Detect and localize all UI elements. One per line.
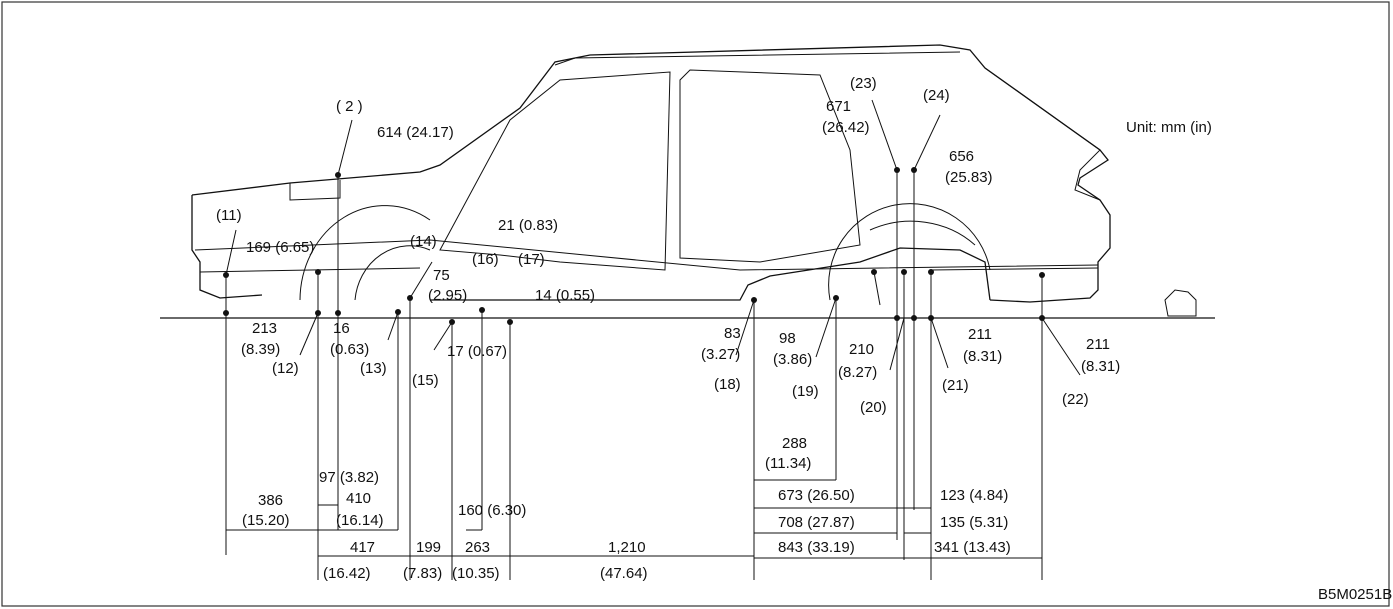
point-label-2: ( 2 ) <box>336 98 363 115</box>
reference-lines <box>225 170 1043 580</box>
length-386-in: (15.20) <box>242 512 290 529</box>
point-label-17: (17) <box>518 251 545 268</box>
height-211-b-in: (8.31) <box>1081 358 1120 375</box>
height-210-in: (8.27) <box>838 364 877 381</box>
point-label-15: (15) <box>412 372 439 389</box>
point-label-24: (24) <box>923 87 950 104</box>
length-123: 123 (4.84) <box>940 487 1008 504</box>
length-341: 341 (13.43) <box>934 539 1011 556</box>
height-213: 213 <box>252 320 277 337</box>
height-98: 98 <box>779 330 796 347</box>
length-288-in: (11.34) <box>765 455 811 472</box>
unit-label: Unit: mm (in) <box>1126 119 1212 136</box>
point-label-23: (23) <box>850 75 877 92</box>
length-673: 673 (26.50) <box>778 487 855 504</box>
point-label-19: (19) <box>792 383 819 400</box>
length-160: 160 (6.30) <box>458 502 526 519</box>
length-417: 417 <box>350 539 375 556</box>
height-75: 75 <box>433 267 450 284</box>
height-83-in: (3.27) <box>701 346 740 363</box>
height-656: 656 <box>949 148 974 165</box>
height-671-in: (26.42) <box>822 119 870 136</box>
height-656-in: (25.83) <box>945 169 993 186</box>
height-14: 14 (0.55) <box>535 287 595 304</box>
figure-code: B5M0251B <box>1318 586 1392 603</box>
dimension-lines <box>226 479 1042 559</box>
length-199: 199 <box>416 539 441 556</box>
length-417-in: (16.42) <box>323 565 371 582</box>
point-label-20: (20) <box>860 399 887 416</box>
height-213-in: (8.39) <box>241 341 280 358</box>
labels: Unit: mm (in) B5M0251B ( 2 ) (11) (12) (… <box>216 75 1392 603</box>
point-label-21: (21) <box>942 377 969 394</box>
car-body-outline <box>191 44 1197 317</box>
length-386: 386 <box>258 492 283 509</box>
leader-lines <box>225 99 1081 376</box>
height-16-in: (0.63) <box>330 341 369 358</box>
point-label-22: (22) <box>1062 391 1089 408</box>
length-410-in: (16.14) <box>336 512 384 529</box>
height-671: 671 <box>826 98 851 115</box>
length-843: 843 (33.19) <box>778 539 855 556</box>
point-label-16: (16) <box>472 251 499 268</box>
height-169: 169 (6.65) <box>246 239 314 256</box>
height-21: 21 (0.83) <box>498 217 558 234</box>
length-288: 288 <box>782 435 807 452</box>
point-label-13: (13) <box>360 360 387 377</box>
length-199-in: (7.83) <box>403 565 442 582</box>
height-83: 83 <box>724 325 741 342</box>
height-614: 614 (24.17) <box>377 124 454 141</box>
measurement-points <box>223 167 1045 325</box>
point-label-12: (12) <box>272 360 299 377</box>
point-label-14: (14) <box>410 233 437 250</box>
height-211-b: 211 <box>1086 336 1110 353</box>
length-708: 708 (27.87) <box>778 514 855 531</box>
length-263: 263 <box>465 539 490 556</box>
height-98-in: (3.86) <box>773 351 812 368</box>
length-410: 410 <box>346 490 371 507</box>
height-17: 17 (0.67) <box>447 343 507 360</box>
height-75-in: (2.95) <box>428 287 467 304</box>
height-210: 210 <box>849 341 874 358</box>
point-label-11: (11) <box>216 207 242 224</box>
point-label-18: (18) <box>714 376 741 393</box>
length-1210-in: (47.64) <box>600 565 648 582</box>
length-97: 97 (3.82) <box>319 469 379 486</box>
length-263-in: (10.35) <box>452 565 500 582</box>
length-1210: 1,210 <box>608 539 646 556</box>
height-16: 16 <box>333 320 350 337</box>
height-211-a: 211 <box>968 326 992 343</box>
height-211-a-in: (8.31) <box>963 348 1002 365</box>
length-135: 135 (5.31) <box>940 514 1008 531</box>
